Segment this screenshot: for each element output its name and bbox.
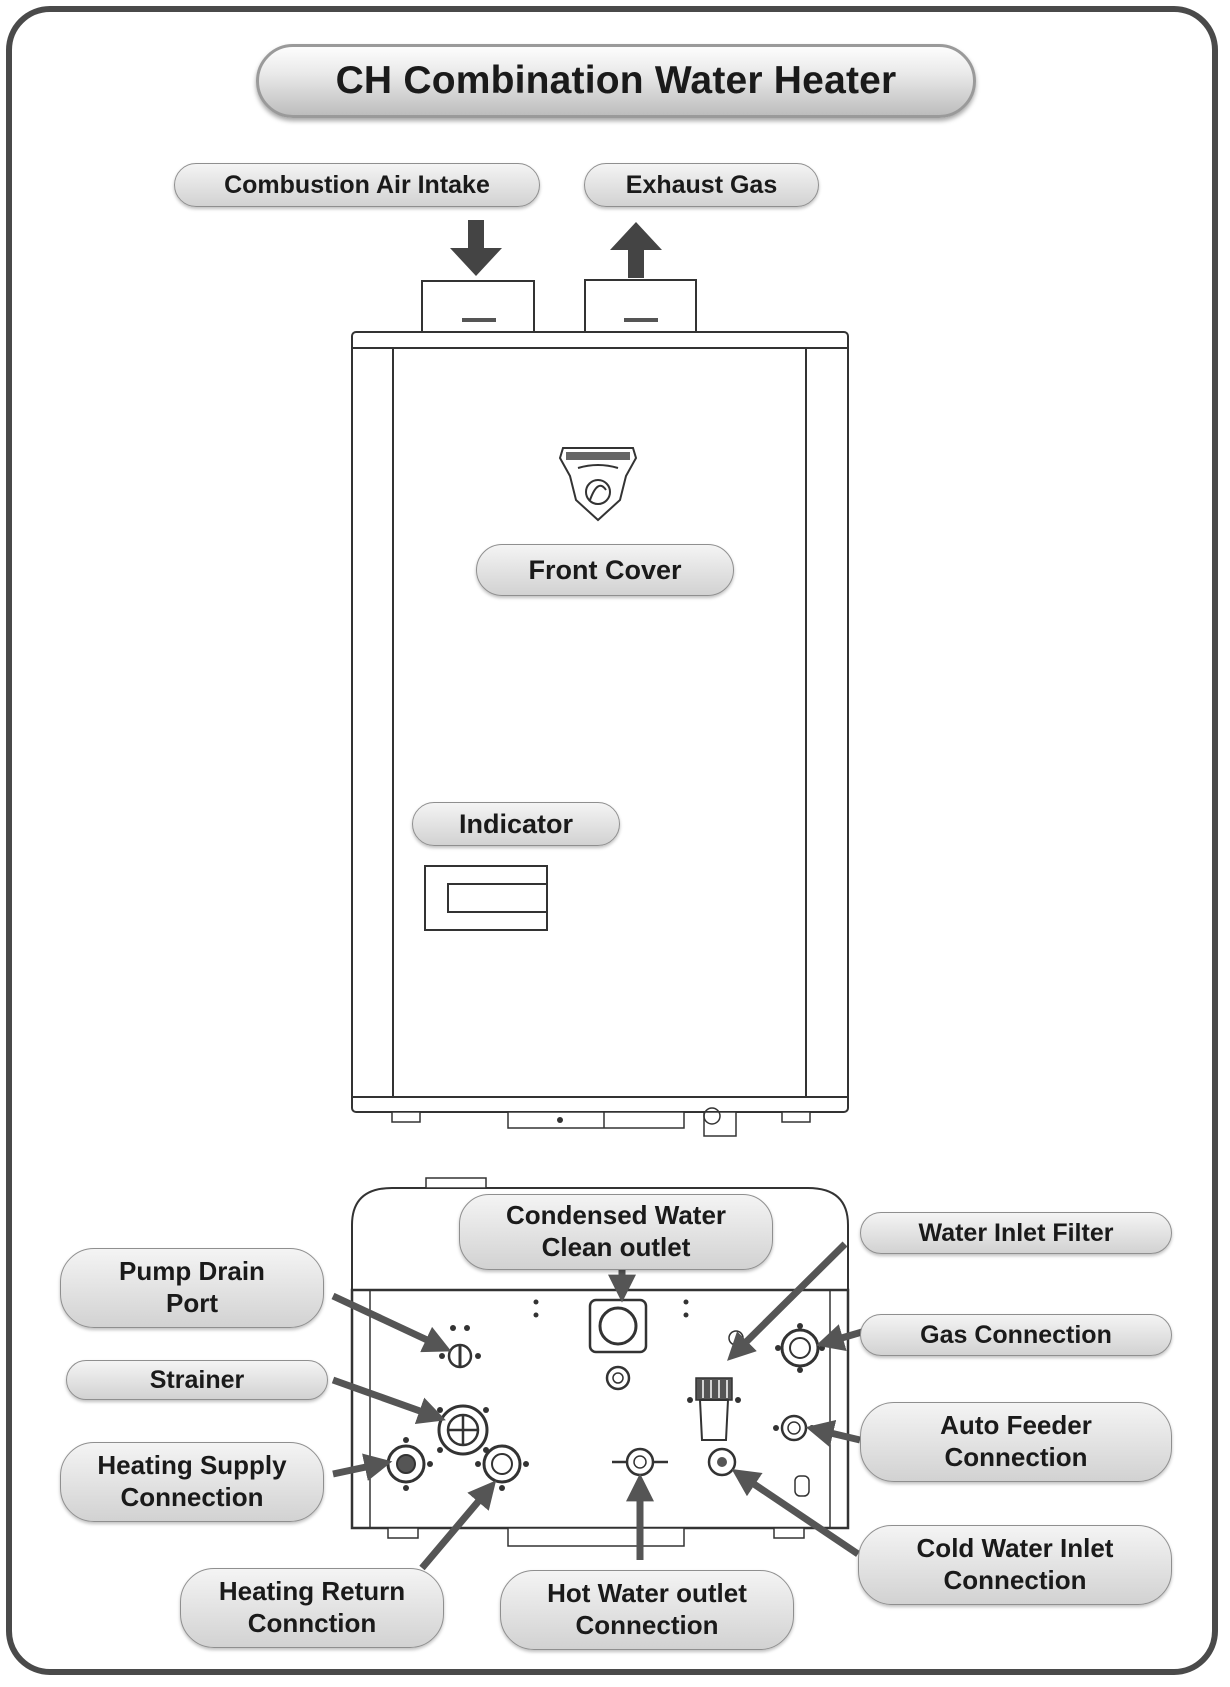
label-pump-drain-port: Pump Drain Port xyxy=(60,1248,324,1328)
callout-arrows xyxy=(331,1241,863,1571)
pump-drain-port xyxy=(439,1325,481,1369)
arrow-heating-return xyxy=(419,1480,497,1571)
label-heating-supply: Heating Supply Connection xyxy=(60,1442,324,1522)
arrow-gas xyxy=(815,1324,863,1352)
label-indicator: Indicator xyxy=(412,802,620,846)
strainer xyxy=(437,1404,489,1456)
heating-return-fitting xyxy=(475,1444,529,1491)
heating-supply-fitting xyxy=(379,1437,433,1491)
title-banner: CH Combination Water Heater xyxy=(256,44,976,118)
water-inlet-filter xyxy=(687,1377,741,1441)
page-title: CH Combination Water Heater xyxy=(335,59,897,102)
exhaust-arrow xyxy=(610,222,662,278)
auto-feeder-fitting xyxy=(773,1414,815,1442)
label-hot-water-outlet: Hot Water outlet Connection xyxy=(500,1570,794,1650)
cold-water-inlet-fitting xyxy=(707,1447,737,1477)
label-exhaust-gas: Exhaust Gas xyxy=(584,163,819,207)
label-water-inlet-filter: Water Inlet Filter xyxy=(860,1212,1172,1254)
arrow-strainer xyxy=(331,1376,446,1425)
label-gas-connection: Gas Connection xyxy=(860,1314,1172,1356)
intake-collar xyxy=(421,280,535,334)
label-cold-water-inlet: Cold Water Inlet Connection xyxy=(858,1525,1172,1605)
label-auto-feeder: Auto Feeder Connection xyxy=(860,1402,1172,1482)
intake-arrow xyxy=(450,220,502,276)
exhaust-collar xyxy=(584,279,697,334)
label-strainer: Strainer xyxy=(66,1360,328,1400)
arrow-water-inlet-filter xyxy=(727,1241,848,1361)
arrow-heating-supply xyxy=(332,1453,393,1481)
hot-water-outlet-fitting xyxy=(612,1447,668,1477)
gas-connection-fitting xyxy=(775,1323,825,1373)
page-frame xyxy=(6,6,1218,1675)
brand-emblem-icon xyxy=(558,447,638,522)
label-condensed-water: Condensed Water Clean outlet xyxy=(459,1194,773,1270)
arrow-auto-feeder xyxy=(805,1419,861,1448)
label-heating-return: Heating Return Connction xyxy=(180,1568,444,1648)
label-combustion-air-intake: Combustion Air Intake xyxy=(174,163,540,207)
label-front-cover: Front Cover xyxy=(476,544,734,596)
arrow-pump-drain xyxy=(331,1292,452,1353)
arrow-cold-water xyxy=(731,1468,860,1557)
indicator-display xyxy=(424,865,548,931)
